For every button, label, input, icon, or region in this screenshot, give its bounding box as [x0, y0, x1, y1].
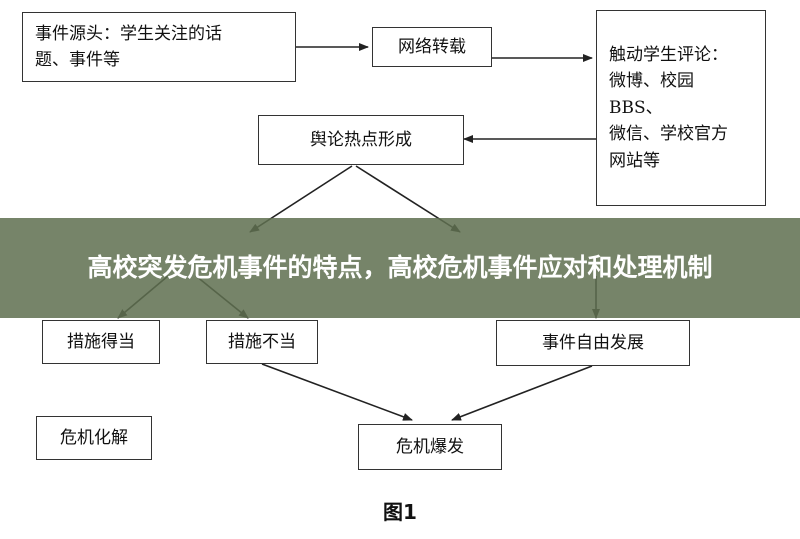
node-improper-measures: 措施不当: [206, 320, 318, 364]
node-opinion-hotspot-label: 舆论热点形成: [310, 129, 412, 150]
node-proper-measures-label: 措施得当: [67, 331, 135, 352]
node-proper-measures: 措施得当: [42, 320, 160, 364]
node-free-development: 事件自由发展: [496, 320, 690, 366]
node-crisis-outbreak: 危机爆发: [358, 424, 502, 470]
title-banner: 高校突发危机事件的特点，高校危机事件应对和处理机制: [0, 218, 800, 318]
node-crisis-resolved-label: 危机化解: [60, 427, 128, 448]
figure-caption: 图1: [383, 500, 417, 524]
node-student-discussion: 触动学生评论： 微博、校园 BBS、 微信、学校官方 网站等: [596, 10, 766, 206]
node-network-repost-label: 网络转载: [398, 36, 466, 57]
arrow-free-development-to-outbreak: [451, 365, 593, 421]
node-opinion-hotspot: 舆论热点形成: [258, 115, 464, 165]
node-student-discussion-label: 触动学生评论： 微博、校园 BBS、 微信、学校官方 网站等: [609, 45, 728, 171]
node-improper-measures-label: 措施不当: [228, 331, 296, 352]
node-network-repost: 网络转载: [372, 27, 492, 67]
node-event-source: 事件源头：学生关注的话 题、事件等: [22, 12, 296, 82]
node-crisis-resolved: 危机化解: [36, 416, 152, 460]
arrow-improper-to-outbreak: [261, 363, 413, 421]
node-crisis-outbreak-label: 危机爆发: [396, 436, 464, 457]
node-event-source-label: 事件源头：学生关注的话 题、事件等: [35, 24, 222, 71]
node-free-development-label: 事件自由发展: [542, 332, 644, 353]
banner-title: 高校突发危机事件的特点，高校危机事件应对和处理机制: [87, 252, 713, 282]
